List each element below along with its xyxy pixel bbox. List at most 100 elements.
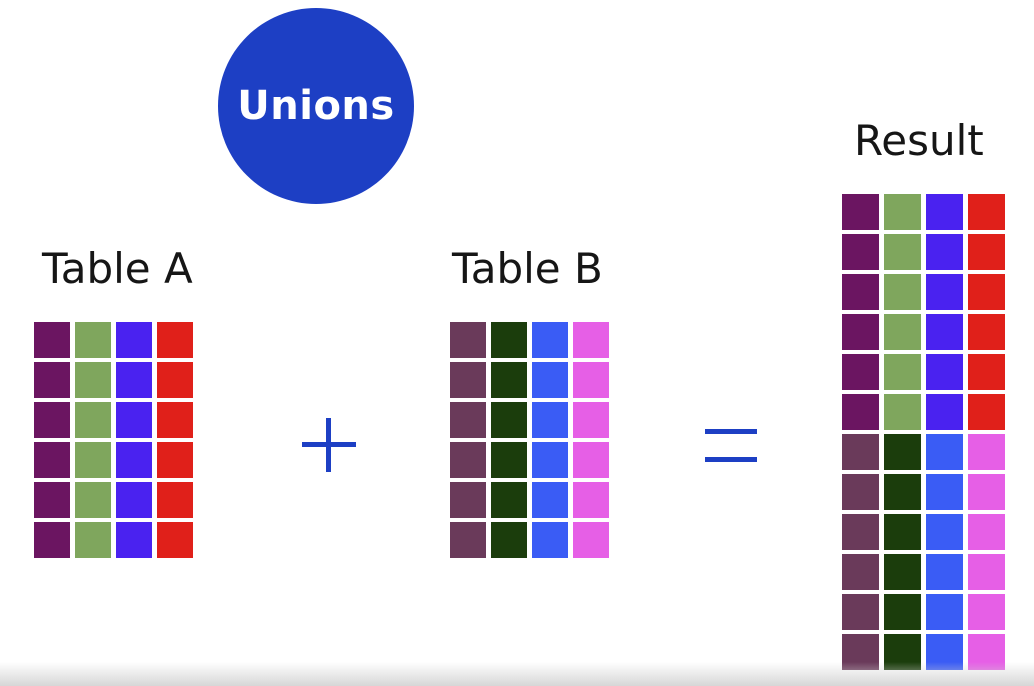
table-cell	[926, 194, 963, 230]
table-cell	[157, 522, 193, 558]
bottom-fade	[0, 662, 1034, 686]
table-cell	[116, 402, 152, 438]
table-cell	[532, 402, 568, 438]
table-cell	[75, 482, 111, 518]
table-cell	[842, 594, 879, 630]
table-cell	[532, 442, 568, 478]
result-grid	[842, 194, 1005, 670]
table-cell	[532, 482, 568, 518]
table-cell	[968, 234, 1005, 270]
table-cell	[842, 394, 879, 430]
table-cell	[842, 514, 879, 550]
table-cell	[842, 274, 879, 310]
table-cell	[884, 234, 921, 270]
table-cell	[116, 442, 152, 478]
table-cell	[34, 482, 70, 518]
unions-badge: Unions	[218, 8, 414, 204]
table-cell	[75, 362, 111, 398]
table-cell	[926, 434, 963, 470]
table-cell	[884, 314, 921, 350]
table-cell	[968, 594, 1005, 630]
table-cell	[968, 274, 1005, 310]
table-cell	[532, 322, 568, 358]
equals-icon	[705, 429, 757, 463]
table-cell	[926, 274, 963, 310]
table-cell	[34, 522, 70, 558]
table-cell	[926, 514, 963, 550]
table-cell	[968, 394, 1005, 430]
table-cell	[34, 442, 70, 478]
result-title: Result	[854, 116, 984, 165]
table-cell	[968, 514, 1005, 550]
table-cell	[491, 362, 527, 398]
table-cell	[573, 362, 609, 398]
table-cell	[884, 354, 921, 390]
table-cell	[842, 474, 879, 510]
table-cell	[75, 322, 111, 358]
table-a-grid	[34, 322, 193, 558]
table-cell	[926, 354, 963, 390]
table-cell	[573, 442, 609, 478]
table-cell	[75, 402, 111, 438]
table-a-title: Table A	[42, 244, 193, 293]
table-cell	[884, 554, 921, 590]
table-cell	[491, 442, 527, 478]
table-cell	[926, 474, 963, 510]
table-cell	[968, 474, 1005, 510]
table-cell	[573, 482, 609, 518]
plus-icon	[302, 418, 356, 472]
table-cell	[842, 234, 879, 270]
table-cell	[34, 322, 70, 358]
table-cell	[532, 362, 568, 398]
table-cell	[842, 314, 879, 350]
table-cell	[926, 554, 963, 590]
table-cell	[491, 322, 527, 358]
table-cell	[884, 474, 921, 510]
table-cell	[842, 354, 879, 390]
table-cell	[157, 322, 193, 358]
table-cell	[842, 554, 879, 590]
table-cell	[450, 442, 486, 478]
table-cell	[450, 322, 486, 358]
table-cell	[968, 554, 1005, 590]
table-cell	[157, 402, 193, 438]
table-cell	[450, 402, 486, 438]
table-cell	[532, 522, 568, 558]
badge-label: Unions	[237, 83, 395, 129]
table-cell	[926, 594, 963, 630]
table-cell	[842, 194, 879, 230]
table-cell	[884, 594, 921, 630]
table-cell	[926, 234, 963, 270]
table-cell	[884, 394, 921, 430]
table-cell	[968, 354, 1005, 390]
table-cell	[884, 514, 921, 550]
table-cell	[116, 522, 152, 558]
table-cell	[34, 402, 70, 438]
table-cell	[968, 314, 1005, 350]
table-cell	[968, 194, 1005, 230]
table-cell	[926, 394, 963, 430]
table-cell	[573, 322, 609, 358]
table-cell	[34, 362, 70, 398]
table-cell	[450, 482, 486, 518]
table-cell	[573, 522, 609, 558]
table-cell	[491, 482, 527, 518]
table-cell	[884, 274, 921, 310]
table-cell	[884, 434, 921, 470]
table-cell	[157, 482, 193, 518]
table-cell	[75, 442, 111, 478]
table-cell	[491, 522, 527, 558]
table-cell	[926, 314, 963, 350]
table-cell	[573, 402, 609, 438]
table-cell	[157, 442, 193, 478]
table-b-title: Table B	[452, 244, 603, 293]
table-b-grid	[450, 322, 609, 558]
table-cell	[491, 402, 527, 438]
table-cell	[884, 194, 921, 230]
table-cell	[450, 362, 486, 398]
table-cell	[116, 322, 152, 358]
table-cell	[842, 434, 879, 470]
table-cell	[75, 522, 111, 558]
table-cell	[116, 362, 152, 398]
table-cell	[968, 434, 1005, 470]
